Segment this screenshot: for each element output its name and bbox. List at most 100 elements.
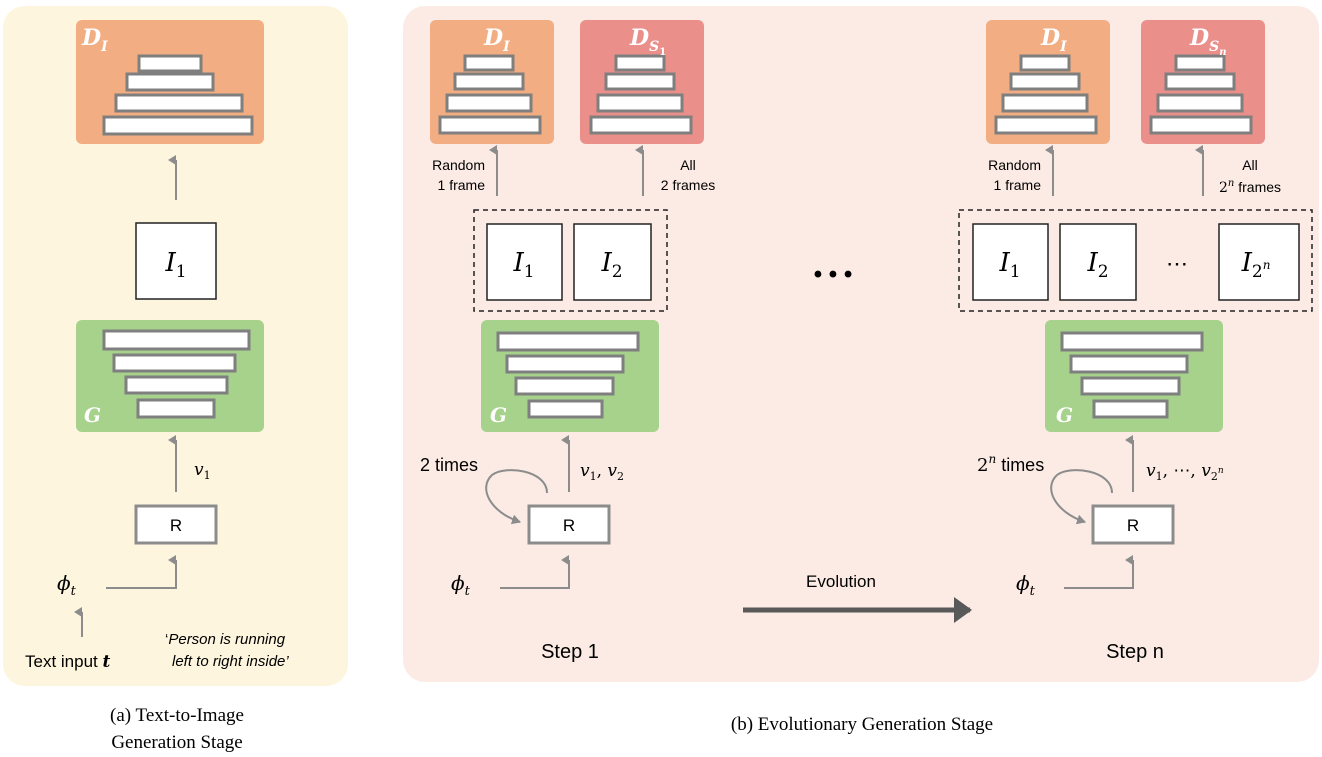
recurrent-label: R [170, 516, 182, 535]
gen-layer [124, 375, 229, 395]
all-label-line2: 2n frames [1219, 178, 1281, 196]
all-label-line1: All [1242, 157, 1258, 173]
generator-label: G [1056, 403, 1073, 427]
gen-layer [514, 376, 615, 396]
gen-layer [1069, 354, 1189, 374]
phi-label: ϕt [1016, 571, 1036, 599]
prompt-line-2: left to right inside’ [172, 653, 289, 670]
gen-layer [1060, 331, 1204, 352]
frame-ellipsis: ⋯ [1166, 252, 1188, 277]
step1-caption: Step 1 [541, 641, 599, 663]
text-input-label: Text input t [25, 652, 111, 672]
stepn-image-discriminator: DI [986, 20, 1110, 144]
random-label-line1: Random [988, 157, 1041, 173]
frame-label: I1 [998, 248, 1020, 282]
disc-layer [589, 115, 693, 135]
steps-ellipsis: • • • [814, 261, 853, 288]
frame-label: I1 [164, 248, 186, 282]
recurrent-label: R [1127, 516, 1139, 535]
disc-layer [994, 115, 1098, 135]
phi-label: ϕt [451, 571, 471, 599]
evolution-label: Evolution [806, 572, 876, 591]
random-label-line2: 1 frame [438, 177, 486, 193]
panel-a-generator: G [76, 320, 264, 432]
frame-i2 [1059, 223, 1137, 301]
times-label: 2n times [977, 452, 1044, 476]
disc-layer [438, 115, 542, 135]
disc-layer [453, 72, 525, 91]
all-label-line1: All [680, 157, 696, 173]
step1-sequence-discriminator: DS1 [580, 20, 704, 144]
disc-layer [445, 93, 533, 113]
disc-layer [1019, 54, 1071, 72]
disc-layer [463, 54, 515, 72]
caption-b: (b) Evolutionary Generation Stage [731, 714, 993, 735]
disc-label: DI [81, 25, 108, 55]
disc-label: DI [1040, 25, 1067, 55]
disc-label: DI [483, 25, 510, 55]
gen-layer [505, 354, 625, 374]
loop-arrow [485, 469, 548, 525]
disc-layer [1001, 93, 1089, 113]
disc-label: DS1 [629, 25, 666, 58]
gen-layer [112, 353, 237, 373]
frame-i1 [486, 223, 563, 301]
prompt-line-1: ‘Person is running [165, 631, 286, 648]
gen-layer [102, 329, 251, 351]
frame-i2 [573, 223, 652, 301]
disc-layer [604, 72, 676, 91]
disc-layer [1156, 93, 1244, 113]
disc-layer [1164, 72, 1236, 91]
frame-i2n [1218, 223, 1300, 301]
step1-image-discriminator: DI [430, 20, 554, 144]
disc-layer [114, 93, 244, 113]
recurrent-box [1091, 504, 1175, 545]
random-label-line2: 1 frame [994, 177, 1042, 193]
random-label-line1: Random [432, 157, 485, 173]
gen-layer [527, 399, 604, 419]
panel-b-background [403, 6, 1319, 682]
disc-label: DSn [1189, 25, 1226, 58]
recurrent-label: R [563, 516, 575, 535]
panel-a-image-discriminator: DI [76, 20, 264, 144]
frame-label: I2n [1241, 248, 1271, 282]
frame-i1 [135, 222, 217, 300]
disc-layer [137, 54, 203, 73]
step1-frames-group [473, 209, 668, 312]
disc-layer [1009, 72, 1081, 91]
gen-layer [496, 331, 640, 352]
stepn-generator: G [1045, 320, 1223, 432]
disc-layer [102, 115, 254, 136]
times-label: 2 times [420, 455, 478, 475]
vector-label: v1, v2 [580, 461, 624, 483]
recurrent-box [527, 504, 611, 545]
disc-layer [1149, 115, 1253, 135]
gen-layer [1092, 399, 1169, 419]
arrow-phi-to-r [106, 555, 177, 589]
phi-label: ϕt [57, 571, 77, 599]
disc-layer [1174, 54, 1226, 72]
stepn-sequence-discriminator: DSn [1141, 20, 1265, 144]
frame-label: I2 [1086, 248, 1108, 282]
frame-label: I2 [600, 248, 622, 282]
stepn-frames-group [958, 209, 1313, 312]
disc-layer [125, 72, 215, 92]
arrow-phi-to-r [500, 555, 570, 589]
generator-label: G [84, 403, 101, 427]
recurrent-box [134, 504, 218, 545]
all-label-line2: 2 frames [661, 177, 715, 193]
stepn-caption: Step n [1106, 641, 1164, 663]
loop-arrow [1050, 469, 1113, 525]
step1-generator: G [481, 320, 659, 432]
arrow-phi-to-r [1064, 555, 1134, 589]
vector-label: v1, ⋯, v2n [1146, 461, 1224, 483]
caption-a-line1: (a) Text-to-Image [110, 705, 244, 726]
caption-a-line2: Generation Stage [111, 732, 242, 753]
disc-layer [596, 93, 684, 113]
generator-label: G [490, 403, 507, 427]
frame-i1 [972, 223, 1049, 301]
vector-label: v1 [194, 460, 211, 482]
gen-layer [136, 398, 216, 419]
disc-layer [614, 54, 666, 72]
